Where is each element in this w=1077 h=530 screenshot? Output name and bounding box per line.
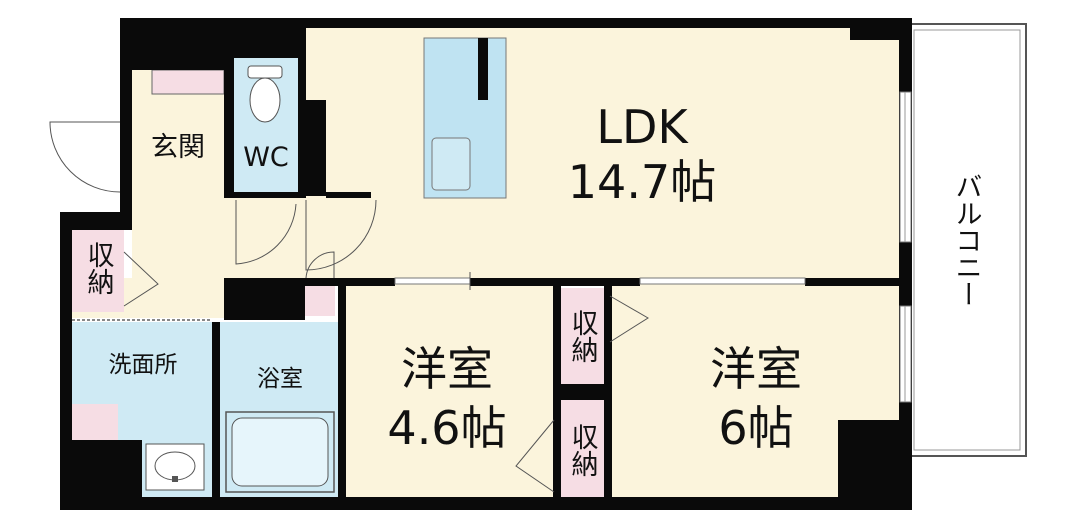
balcony-inner-line — [913, 29, 1021, 451]
kitchen-counter-icon — [423, 37, 507, 199]
hallway — [132, 198, 305, 278]
wall-storage-left-top — [60, 212, 132, 230]
yokushitsu-label: 浴室 — [257, 366, 303, 392]
western1-name: 洋室 — [401, 342, 493, 396]
senmen-label: 洗面所 — [109, 352, 178, 378]
outer-wall-bottom — [60, 497, 912, 510]
western2-name: 洋室 — [710, 342, 802, 396]
wall-west1-right — [553, 284, 561, 497]
wall-senmen-lower — [72, 440, 142, 497]
western2-size: 6帖 — [718, 401, 793, 455]
balcony-area — [907, 23, 1027, 457]
western1-size: 4.6帖 — [387, 401, 506, 455]
wall-genkan-wc — [224, 58, 234, 198]
wall-top-right-corner — [850, 28, 899, 40]
ldk-room — [305, 28, 899, 278]
outer-wall-left-upper — [120, 18, 132, 215]
sliding-door-west1 — [394, 277, 471, 285]
sliding-door-west2 — [639, 277, 806, 285]
genkan-label: 玄関 — [151, 132, 205, 163]
washbasin-icon — [145, 443, 205, 491]
wc-label: WC — [243, 142, 289, 173]
outer-wall-left-lower — [60, 212, 72, 510]
toilet-icon — [247, 65, 283, 123]
wall-ldk-bottom-left — [305, 278, 395, 286]
wall-bath-top — [224, 278, 305, 320]
wall-senmen-bath — [212, 322, 220, 497]
wall-top-dark — [132, 28, 305, 58]
western-room-1 — [345, 284, 553, 497]
outer-wall-top — [120, 18, 912, 28]
wall-ldk-bottom-mid — [470, 278, 640, 286]
wall-storage-right — [604, 284, 612, 497]
wall-right-column — [838, 420, 899, 500]
ldk-name: LDK — [596, 100, 689, 154]
wall-wc-ldk — [298, 28, 306, 198]
senmen-shelf — [72, 404, 118, 440]
storage-mid-bottom-label: 収納 — [567, 423, 599, 477]
bathtub-icon — [225, 411, 335, 493]
wall-west1-left — [338, 284, 346, 497]
wall-ldk-notch — [306, 100, 326, 196]
storage-mid-bottom — [560, 400, 604, 497]
balcony-label: バルコニー — [951, 173, 982, 308]
storage-left — [72, 230, 124, 312]
wall-wc-bottom — [224, 192, 306, 198]
storage-left-label: 収納 — [83, 241, 115, 295]
genkan-shoe-box — [151, 69, 225, 95]
storage-mid-top — [560, 288, 604, 384]
ldk-size: 14.7帖 — [568, 155, 716, 209]
wall-storage-mid — [560, 384, 606, 400]
wall-ldk-bottom-right — [805, 278, 899, 286]
wall-genkan-top — [132, 58, 232, 70]
wall-hall-ldk — [326, 192, 371, 198]
door-swing-icon — [49, 121, 649, 493]
hallway-pink-block — [305, 286, 335, 316]
storage-mid-top-label: 収納 — [567, 309, 599, 363]
